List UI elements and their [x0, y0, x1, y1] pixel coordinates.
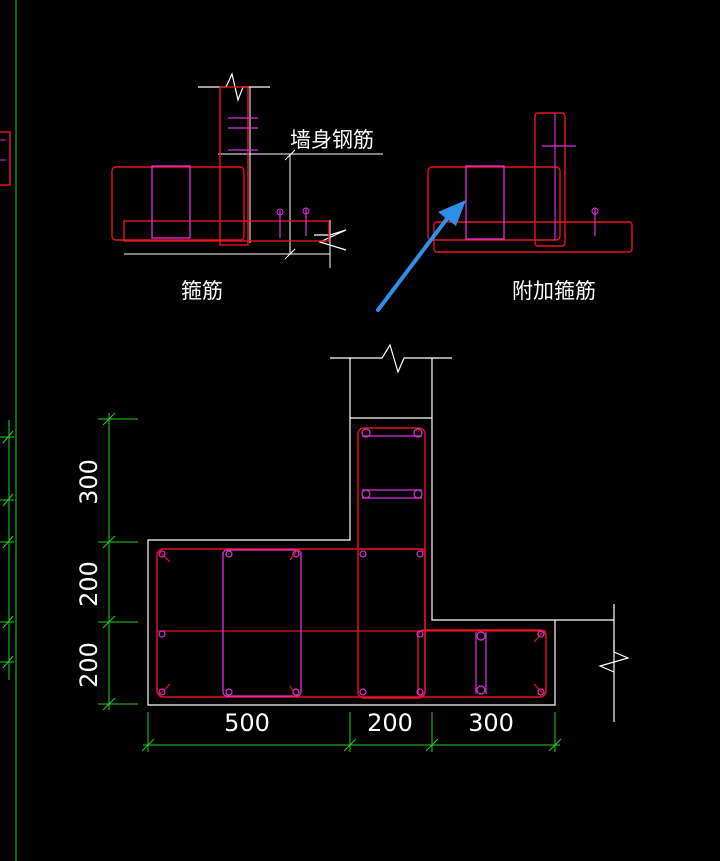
- wall-rebar-label: 墙身钢筋: [290, 128, 374, 152]
- dim-horizontal-200: 200: [367, 709, 413, 737]
- additional-stirrup-label: 附加箍筋: [512, 279, 596, 303]
- dimension-labels: 300 200 200 500 200 300: [75, 459, 514, 737]
- pointer-arrow: [376, 200, 466, 312]
- stirrup-detail: 墙身钢筋 箍筋: [111, 72, 383, 303]
- concrete-outline: [147, 358, 556, 706]
- stirrup-label: 箍筋: [181, 279, 223, 303]
- dim-vertical-300: 300: [75, 459, 103, 505]
- main-section: [147, 343, 630, 722]
- dim-vertical-200-bottom: 200: [75, 642, 103, 688]
- dim-vertical-200-top: 200: [75, 561, 103, 607]
- dimensions: [98, 412, 562, 752]
- additional-stirrup-detail: 附加箍筋: [427, 112, 633, 303]
- dim-horizontal-300: 300: [468, 709, 514, 737]
- dim-horizontal-500: 500: [224, 709, 270, 737]
- left-edge-fragments: [0, 0, 17, 861]
